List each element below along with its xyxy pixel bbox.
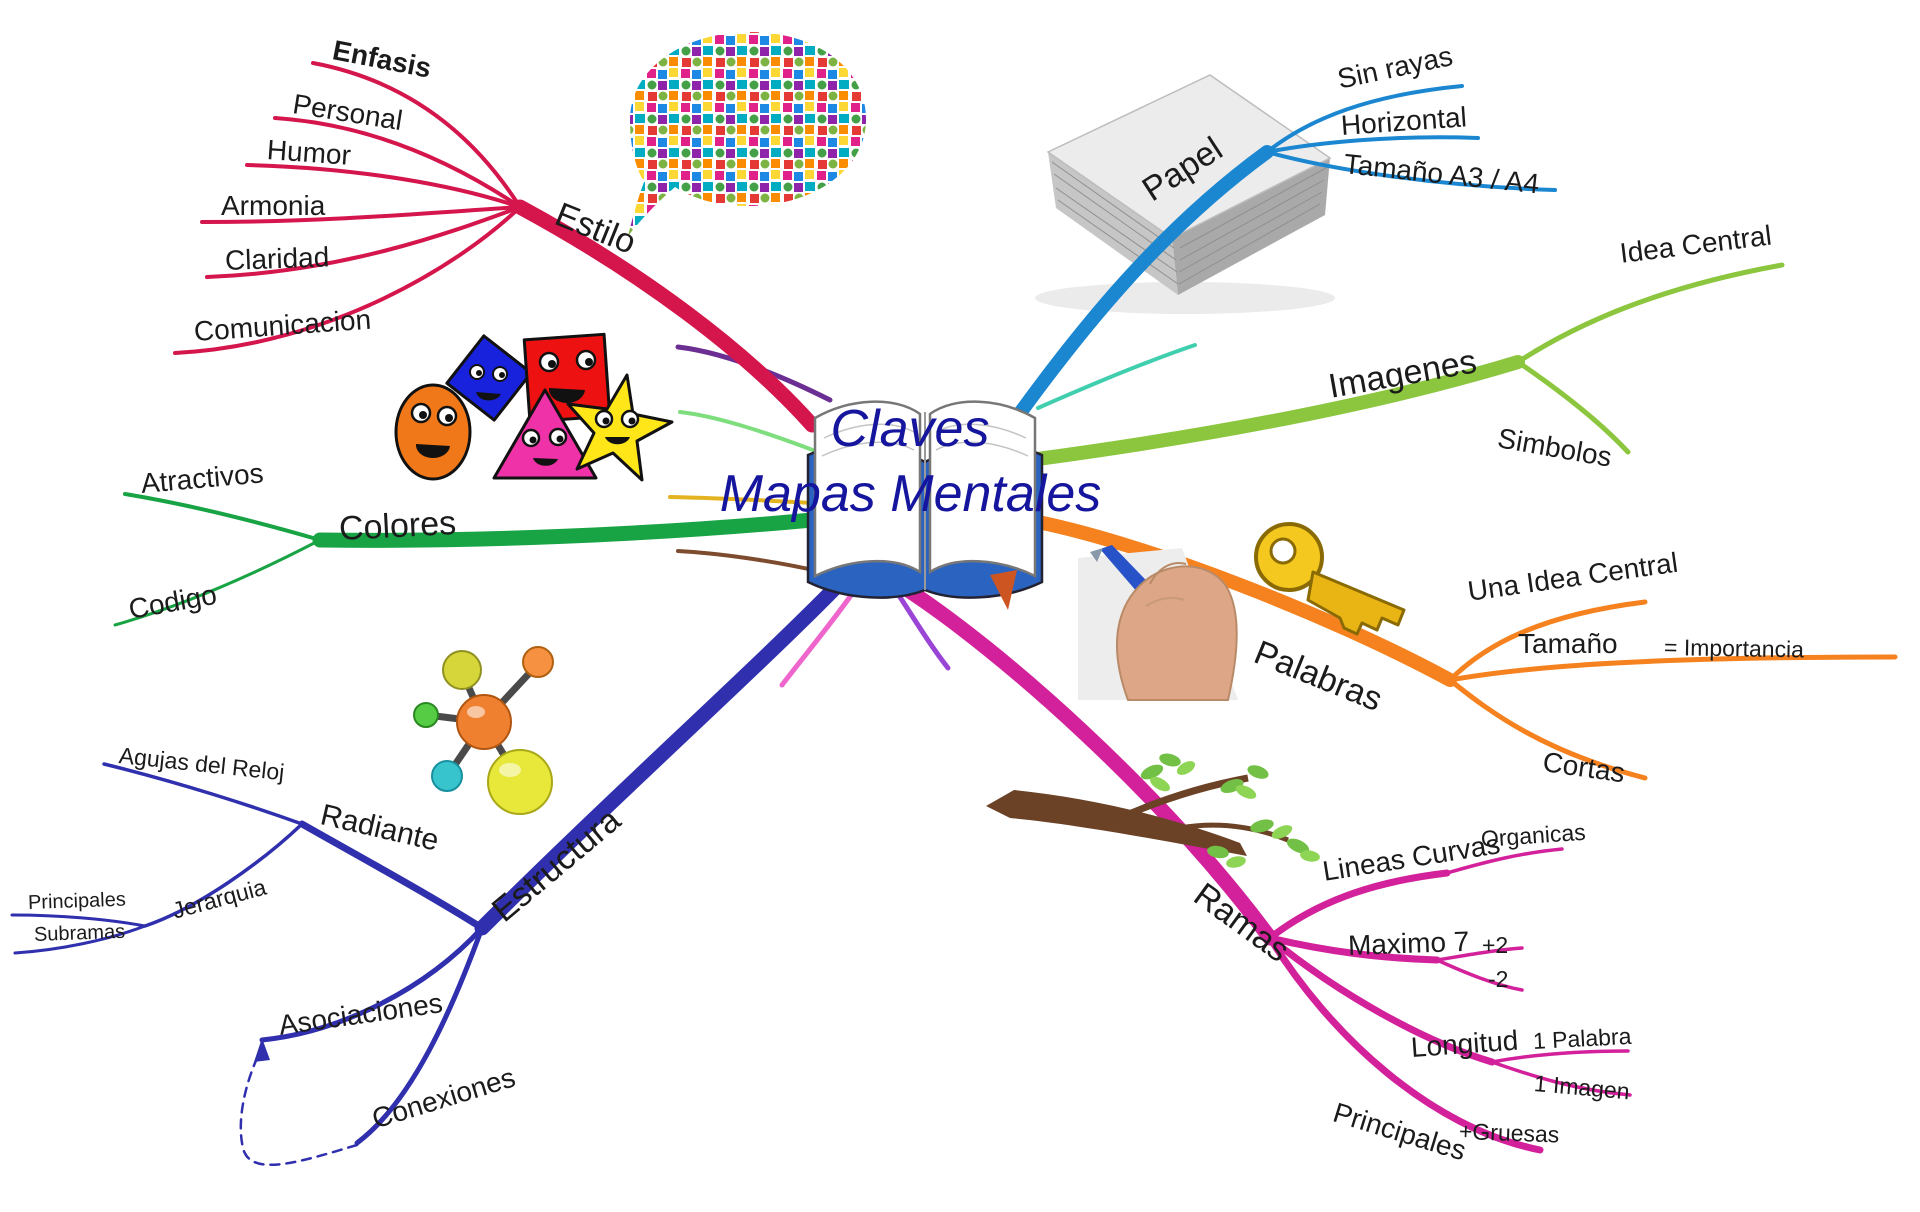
node-claridad[interactable]: Claridad — [224, 241, 330, 276]
central-topic-title-line2[interactable]: Mapas Mentales — [719, 465, 1102, 523]
node-importancia[interactable]: = Importancia — [1663, 634, 1805, 663]
decor-curves — [668, 343, 1197, 688]
node-subramas[interactable]: Subramas — [33, 920, 126, 946]
tree-branch-with-leaves-image — [986, 753, 1320, 868]
node-estructura-principales[interactable]: Principales — [27, 888, 127, 914]
node-mas-2[interactable]: +2 — [1482, 932, 1509, 958]
branch-imagenes-curves — [1023, 262, 1785, 467]
hand-writing-with-pen-image — [1078, 545, 1238, 701]
branch-colores-curves — [113, 492, 820, 627]
node-menos-2[interactable]: -2 — [1488, 966, 1509, 992]
branch-palabras-curves — [1031, 515, 1898, 781]
node-maximo-7[interactable]: Maximo 7 — [1347, 925, 1470, 961]
paper-stack-image — [1035, 74, 1335, 314]
branch-estilo-curves — [173, 61, 820, 433]
node-armonia[interactable]: Armonia — [221, 190, 326, 221]
open-book-image — [806, 400, 1044, 610]
branch-ramas-curves — [897, 580, 1632, 1154]
dashed-arrowhead — [254, 1038, 270, 1062]
branch-estructura-curves — [10, 575, 848, 1167]
icon-collage-speech-bubble-image — [628, 32, 867, 236]
branch-papel-curves — [1008, 84, 1557, 427]
node-gruesas[interactable]: +Gruesas — [1458, 1118, 1560, 1148]
node-tamano[interactable]: Tamaño — [1518, 628, 1618, 659]
smiling-color-shapes-image — [394, 332, 674, 482]
molecule-image — [413, 646, 554, 815]
node-colores[interactable]: Colores — [338, 503, 458, 548]
node-humor[interactable]: Humor — [265, 134, 352, 171]
central-topic-title-line1[interactable]: Claves — [830, 400, 990, 458]
gold-key-image — [1254, 522, 1406, 636]
node-1-palabra[interactable]: 1 Palabra — [1532, 1022, 1632, 1054]
